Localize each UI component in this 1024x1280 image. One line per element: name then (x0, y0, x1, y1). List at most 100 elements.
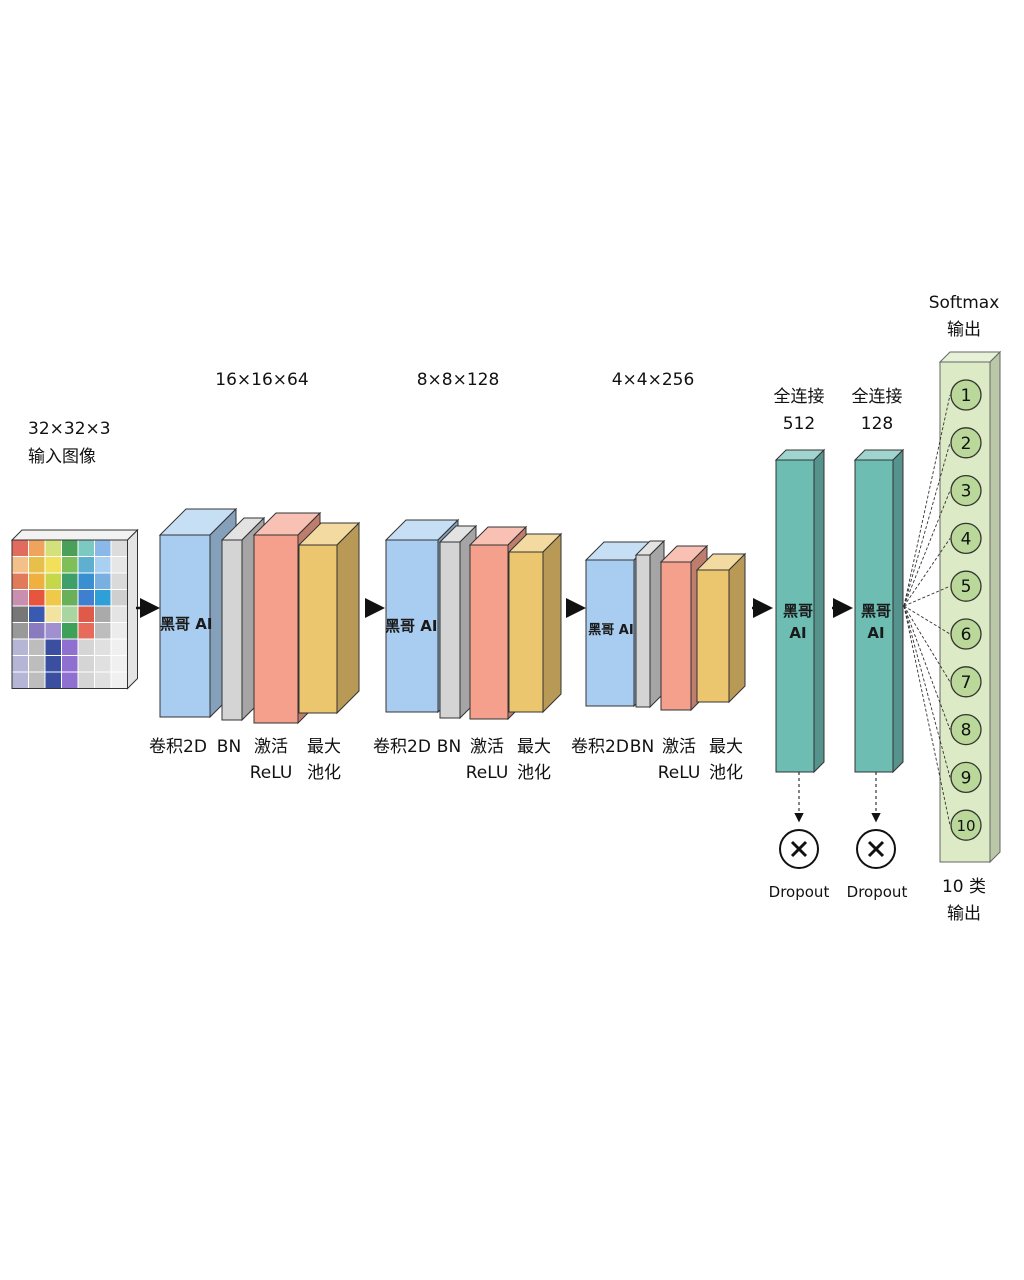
dense2-text-1: 黑哥 (860, 602, 891, 620)
input-pixel (11, 622, 29, 640)
class-node (950, 379, 982, 411)
relu-block-front (253, 534, 299, 724)
stage1-dims-label: 16×16×64 (215, 370, 309, 390)
bn-block-front (635, 554, 651, 708)
input-pixel (110, 655, 128, 673)
input-pixel (94, 622, 112, 640)
conv2d-block-front (585, 559, 635, 707)
input-pixel (28, 638, 46, 656)
class-node (950, 522, 982, 555)
input-pixel (61, 572, 79, 590)
input-pixel (94, 655, 112, 673)
class-node-label: 3 (961, 482, 972, 502)
input-pixel (77, 638, 95, 656)
dense2-units: 128 (860, 414, 894, 434)
dropout2-label: Dropout (846, 883, 908, 901)
input-pixel (77, 622, 95, 640)
input-pixel (61, 671, 79, 689)
output-title-1: Softmax (928, 293, 1000, 313)
input-pixel (110, 605, 128, 623)
input-image-grid (10, 528, 139, 690)
dropout1-label: Dropout (768, 883, 830, 901)
maxpool-block-side (336, 521, 360, 715)
dense2-text-2: AI (867, 624, 885, 642)
class-node (950, 427, 982, 459)
input-pixel (11, 539, 29, 557)
input-pixel (61, 589, 79, 607)
relu-block-front (660, 561, 692, 711)
output-footer-1: 10 类 (941, 877, 987, 897)
conv2d-block-front (385, 539, 439, 713)
input-pixel (28, 622, 46, 640)
class-node-label: 7 (961, 673, 972, 693)
conv2d-block-front (159, 534, 211, 718)
input-pixel (110, 671, 128, 689)
class-node-label: 6 (961, 625, 972, 645)
output-connection (903, 605, 951, 826)
stage1-pool-label-1: 最大 (307, 737, 341, 757)
class-node-label: 2 (961, 434, 972, 454)
stage3-dims-label: 4×4×256 (611, 370, 695, 390)
input-pixel (77, 589, 95, 607)
class-node-label: 9 (961, 768, 972, 788)
input-pixel (11, 589, 29, 607)
input-pixel (61, 556, 79, 574)
input-pixel (28, 572, 46, 590)
input-pixel (110, 589, 128, 607)
dropout-group (779, 772, 896, 869)
output-connection (903, 442, 951, 607)
output-connection (903, 605, 951, 730)
softmax-output: 1 2 3 4 5 6 7 8 9 10 (938, 350, 1002, 864)
stage3-act-label-2: ReLU (657, 763, 701, 783)
class-node-label: 5 (961, 577, 972, 597)
input-pixel (11, 556, 29, 574)
class-node-label: 8 (961, 721, 972, 741)
class-node-label: 4 (961, 529, 972, 549)
input-pixel (44, 622, 62, 640)
stage2-bn-label: BN (436, 737, 462, 757)
input-pixel (94, 589, 112, 607)
input-pixel (110, 556, 128, 574)
class-node-label: 10 (956, 817, 975, 835)
input-grid-border (11, 539, 128, 689)
dense-512-block-front (775, 459, 815, 773)
stage2-dims-label: 8×8×128 (416, 370, 500, 390)
stage1-conv-label: 卷积2D (149, 737, 207, 757)
input-pixel (94, 605, 112, 623)
stage1-pool-label-2: 池化 (307, 763, 341, 783)
class-node (950, 809, 982, 841)
input-pixel (77, 539, 95, 557)
stage-1 (158, 507, 361, 725)
maxpool-block-front (696, 569, 730, 703)
stage3-bn-label: BN (629, 737, 655, 757)
stage2-act-label-2: ReLU (465, 763, 509, 783)
input-pixel (44, 556, 62, 574)
dense1-text-1: 黑哥 (782, 602, 813, 620)
output-connections (903, 394, 951, 826)
maxpool-block (297, 521, 361, 715)
dropout-x-mark (867, 840, 885, 858)
class-node (950, 570, 982, 602)
stage3-block-text: 黑哥 AI (588, 623, 634, 638)
output-connection (903, 538, 951, 607)
bn-block (634, 539, 666, 709)
input-image-label: 输入图像 (28, 447, 96, 467)
input-pixel (77, 655, 95, 673)
input-pixel (110, 622, 128, 640)
class-node (950, 618, 982, 650)
input-pixel (28, 605, 46, 623)
input-pixel (28, 671, 46, 689)
input-pixel (110, 572, 128, 590)
input-pixel (77, 556, 95, 574)
class-node-label: 1 (961, 386, 972, 406)
dropout-1 (779, 772, 819, 869)
input-pixel (94, 539, 112, 557)
stage2-act-label-1: 激活 (470, 737, 504, 757)
dense2-title: 全连接 (851, 387, 903, 407)
input-pixel (94, 572, 112, 590)
stage-3 (584, 539, 747, 712)
class-node (950, 761, 982, 794)
output-connection (903, 394, 951, 607)
stage3-conv-label: 卷积2D (571, 737, 629, 757)
dense-128-block (853, 448, 905, 774)
